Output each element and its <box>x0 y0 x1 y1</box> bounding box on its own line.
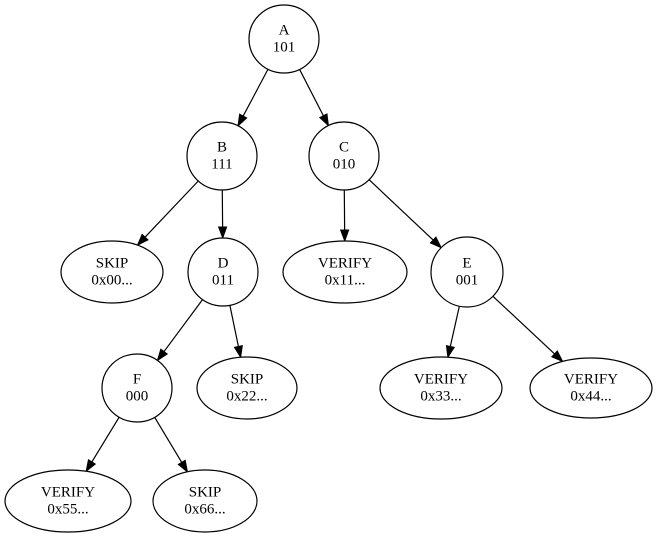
arrowhead-icon <box>445 344 456 359</box>
arrowhead-icon <box>318 113 330 127</box>
node-circle <box>187 237 259 307</box>
node-ellipse <box>379 356 503 420</box>
edge-line <box>242 68 269 117</box>
edge-C-VERIFY11 <box>339 189 350 243</box>
arrowhead-icon <box>217 226 228 240</box>
edge-line <box>154 417 183 463</box>
edge-line <box>91 416 120 463</box>
node-circle <box>248 4 320 74</box>
edge-line <box>492 295 555 355</box>
node-circle <box>186 121 258 191</box>
arrowhead-icon <box>237 113 248 128</box>
arrowhead-icon <box>177 459 189 474</box>
edge-line <box>144 180 199 238</box>
edge-D-F <box>156 299 204 362</box>
node-ellipse <box>282 240 408 304</box>
node-ellipse <box>152 469 258 533</box>
node-circle <box>101 353 173 423</box>
node-ellipse <box>529 357 653 419</box>
node-circle <box>308 121 380 191</box>
edge-A-B <box>237 68 269 128</box>
edge-C-E <box>368 179 443 249</box>
edge-line <box>299 69 324 117</box>
node-ellipse <box>196 356 298 420</box>
node-ellipse <box>60 240 164 304</box>
edge-line <box>368 179 434 241</box>
edge-line <box>449 306 460 347</box>
edge-line <box>229 305 239 347</box>
node-ellipse <box>4 469 132 533</box>
edge-F-SKIP66 <box>154 417 189 474</box>
edge-E-VERIFY44 <box>492 295 564 363</box>
arrowhead-icon <box>233 345 243 359</box>
edge-D-SKIP22 <box>229 305 243 359</box>
edge-E-VERIFY33 <box>445 306 460 359</box>
edge-B-SKIP00 <box>136 180 199 247</box>
edge-B-D <box>217 189 228 240</box>
arrowhead-icon <box>85 459 97 473</box>
edge-A-C <box>299 69 330 127</box>
edge-line <box>163 299 204 352</box>
arrowhead-icon <box>429 236 443 249</box>
node-circle <box>430 236 504 308</box>
arrowhead-icon <box>136 233 149 247</box>
arrowhead-icon <box>550 350 564 363</box>
arrowhead-icon <box>339 229 350 243</box>
edge-F-VERIFY55 <box>85 416 120 473</box>
arrowhead-icon <box>156 348 169 362</box>
